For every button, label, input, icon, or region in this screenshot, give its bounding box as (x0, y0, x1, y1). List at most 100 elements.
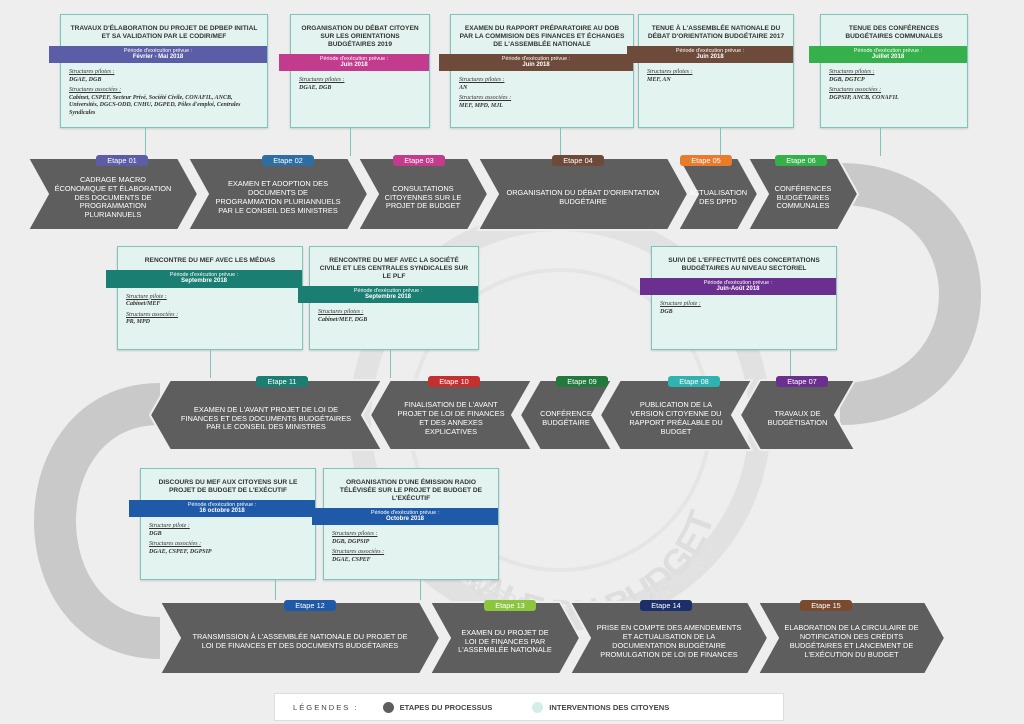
etape-label-8: Publication de la version citoyenne du r… (629, 400, 723, 436)
etape-tag-1: Etape 01 (96, 155, 148, 166)
card-body: Structures pilotes :Cabinet/MEF, DGB (310, 303, 478, 328)
legend-title: LÉGENDES : (293, 702, 359, 712)
card-period-bar: Période d'exécution prévue :16 octobre 2… (129, 499, 315, 518)
card-period-value: Septembre 2018 (180, 278, 228, 285)
card-pilot-value: MEF, AN (647, 76, 671, 83)
card-pilot-value: DGAE, DGB (299, 84, 332, 91)
card-period-label: Période d'exécution prévue : (703, 279, 773, 286)
etape-tag-11: Etape 11 (256, 376, 308, 387)
etape-label-3: Consultations citoyennes sur le projet d… (384, 183, 462, 211)
etape-tag-2: Etape 02 (262, 155, 314, 166)
card-title: Examen du rapport préparatoire au DOB pa… (459, 25, 625, 48)
etape-label-15: Elaboration de la circulaire de notifica… (784, 623, 919, 659)
card-pilot-value: DGB (149, 530, 162, 537)
etape-arrow-1 (26, 157, 200, 231)
card-connector-7 (390, 350, 391, 378)
card-assoc-label: Structures associées : (69, 87, 122, 94)
etape-arrow-4 (476, 157, 690, 231)
track-curve-left (34, 383, 162, 659)
card-body: Structures pilotes :MEF, AN (639, 63, 793, 88)
etape-arrow-5 (676, 157, 760, 231)
card-connector-4 (720, 128, 721, 156)
card-title: Tenue à l'assemblée nationale du débat d… (647, 25, 785, 40)
citizen-card-7: Rencontre du MEF avec la société civile … (298, 246, 479, 350)
card-connector-3 (560, 128, 561, 156)
etape-tag-13: Etape 13 (484, 600, 536, 611)
card-period-value: Février - Mai 2018 (132, 54, 184, 61)
card-period-bar: Période d'exécution prévue :Juin 2018 (627, 45, 793, 64)
card-title: Rencontre du MEF avec la société civile … (319, 257, 469, 280)
card-period-label: Période d'exécution prévue : (353, 287, 423, 294)
etape-tag-6: Etape 06 (775, 155, 827, 166)
card-pilot-label: Structure pilote : (660, 301, 701, 308)
card-assoc-value: DGAE, CSPEF (332, 556, 371, 563)
card-period-value: Juin 2018 (696, 54, 724, 61)
etape-arrow-7 (738, 379, 857, 451)
etape-arrow-8 (598, 379, 754, 451)
card-pilot-label: Structures pilotes : (829, 69, 875, 76)
card-pilot-value: AN (459, 84, 468, 91)
etape-label-2: Examen et adoption des documents de prog… (215, 179, 341, 215)
legend-item-citizens: INTERVENTIONS DES CITOYENS (532, 701, 669, 713)
etape-label-12: Transmission à l'assemblée nationale du … (192, 632, 408, 650)
card-pilot-label: Structures pilotes : (332, 531, 378, 538)
card-assoc-label: Structures associées : (829, 87, 882, 94)
etape-tag-12: Etape 12 (284, 600, 336, 611)
card-period-bar: Période d'exécution prévue :Juin 2018 (279, 53, 429, 72)
card-period-label: Période d'exécution prévue : (123, 47, 193, 54)
legend-dot-process (382, 701, 394, 713)
card-period-value: 16 octobre 2018 (199, 508, 245, 515)
card-period-value: Septembre 2018 (364, 294, 412, 301)
card-period-bar: Période d'exécution prévue :Juin-Août 20… (640, 277, 836, 296)
card-title: Organisation d'une émission radio télévi… (339, 479, 483, 502)
etape-label-6: Conférences budgétaires communales (774, 183, 832, 211)
etape-arrow-2 (186, 157, 370, 231)
citizen-card-2: Organisation du débat citoyen sur les or… (279, 14, 430, 128)
etape-label-9: Conférence budgétaire (540, 409, 592, 427)
etape-label-10: Finalisation de l'avant projet de loi de… (397, 400, 505, 436)
etape-label-14: Prise en compte des amendements et actua… (596, 623, 742, 659)
card-pilot-value: DGB, DGPSIP (332, 538, 370, 545)
card-pilot-value: DGAE, DGB (69, 76, 102, 83)
card-pilot-label: Structure pilote : (149, 523, 190, 530)
card-period-value: Octobre 2018 (385, 516, 425, 523)
etape-arrow-10 (368, 379, 534, 451)
citizen-card-5: Tenue des conférences budgétaires commun… (809, 14, 968, 128)
etape-tag-7: Etape 07 (776, 376, 828, 387)
legend: LÉGENDES : ETAPES DU PROCESSUS INTERVENT… (274, 693, 784, 721)
etape-label-4: Organisation du débat d'orientation budg… (506, 188, 660, 206)
etape-label-7: Travaux de budgétisation (767, 409, 828, 427)
card-period-label: Période d'exécution prévue : (370, 509, 440, 516)
card-pilot-label: Structures pilotes : (647, 69, 693, 76)
citizen-card-8: Suivi de l'effectivité des concertations… (640, 246, 837, 350)
card-pilot-value: Cabinet/MEF (126, 301, 161, 308)
card-assoc-label: Structures associées : (459, 95, 512, 102)
card-connector-10 (420, 580, 421, 600)
etape-tag-9: Etape 09 (556, 376, 608, 387)
legend-label-process: ETAPES DU PROCESSUS (399, 702, 493, 712)
etape-tag-8: Etape 08 (668, 376, 720, 387)
etape-tag-15: Etape 15 (800, 600, 852, 611)
card-body: Structure pilote :DGB (652, 295, 836, 320)
etape-label-11: Examen de l'avant projet de loi de finan… (180, 404, 352, 432)
card-period-bar: Période d'exécution prévue :Juin 2018 (439, 53, 633, 72)
card-period-value: Juin 2018 (522, 62, 550, 69)
card-title: Rencontre du MEF avec les médias (144, 257, 276, 264)
card-assoc-value: DGPSIP, ANCB, CONAFIL (829, 94, 899, 101)
etape-arrow-13 (428, 601, 582, 675)
etape-label-1: Cadrage macro économique et élaboration … (54, 174, 172, 220)
card-period-label: Période d'exécution prévue : (169, 271, 239, 278)
etape-tag-14: Etape 14 (640, 600, 692, 611)
card-period-label: Période d'exécution prévue : (501, 55, 571, 62)
card-pilot-label: Structures pilotes : (318, 309, 364, 316)
card-title: Travaux d'élaboration du projet de DPBEP… (70, 25, 258, 40)
citizen-card-9: Discours du MEF aux citoyens sur le proj… (129, 468, 316, 580)
card-title: Discours du MEF aux citoyens sur le proj… (158, 479, 298, 494)
card-assoc-label: Structures associées : (149, 541, 202, 548)
track-curve-right (839, 163, 981, 425)
card-connector-1 (145, 128, 146, 156)
etape-arrow-6 (746, 157, 860, 231)
